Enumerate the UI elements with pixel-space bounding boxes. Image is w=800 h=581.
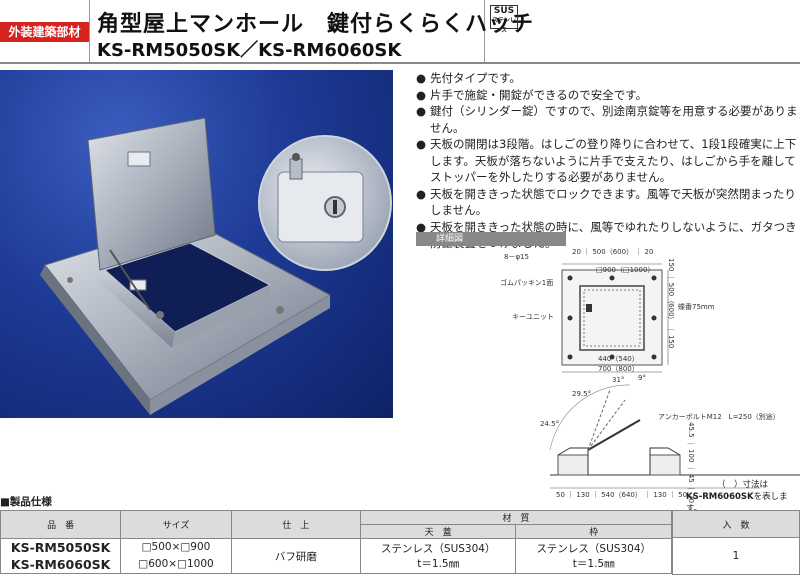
badge-bottom: ステンレス bbox=[491, 17, 516, 34]
bullet-icon: ● bbox=[416, 137, 427, 151]
frame-material: ステンレス（SUS304） t＝1.5㎜ bbox=[515, 538, 672, 574]
qty-table: 入 数 1 bbox=[672, 510, 800, 575]
feature-item: ●天板を開ききった状態でロックできます。風等で天板が突然閉まったりしません。 bbox=[416, 186, 796, 218]
section-dims: 50 ｜ 130 ｜ 540（640） ｜ 130 ｜ 50 bbox=[556, 491, 688, 499]
hinge-label: 蝶番75mm bbox=[678, 303, 715, 311]
header-qty: 入 数 bbox=[672, 510, 800, 538]
finish-value: バフ研磨 bbox=[230, 538, 361, 574]
arc-angle-1: 29.5° bbox=[572, 390, 592, 398]
product-photo bbox=[0, 70, 393, 418]
arc-angle-2: 24.5° bbox=[540, 420, 560, 428]
header-divider bbox=[89, 0, 90, 62]
bullet-icon: ● bbox=[416, 186, 427, 201]
lock-detail-photo bbox=[258, 135, 392, 271]
note-line: KS-RM6060SKを表します。 bbox=[686, 492, 788, 514]
anchor-bolt-label: アンカーボルトM12 L=250（別途） bbox=[658, 413, 780, 421]
dim-row: 20 ｜ 500（600） ｜ 20 bbox=[572, 248, 654, 256]
dim-top: □900（□1000） bbox=[596, 266, 655, 274]
bottom-dim-2: 700（800） bbox=[598, 365, 639, 373]
header-size: サイズ bbox=[120, 510, 232, 539]
bullet-icon: ● bbox=[416, 219, 427, 234]
material-badge: SUS ステンレス bbox=[490, 5, 518, 34]
header-finish: 仕 上 bbox=[230, 510, 361, 539]
detail-drawing: □900（□1000） 20 ｜ 500（600） ｜ 20 8－φ15 ゴムパ… bbox=[500, 248, 800, 510]
bullet-icon: ● bbox=[416, 87, 427, 102]
page-title: 角型屋上マンホール 鍵付らくらくハッチ bbox=[97, 12, 535, 37]
feature-list: ●先付タイプです。 ●片手で施錠・開錠ができるので安全です。 ●鍵付（シリンダー… bbox=[416, 70, 800, 252]
model-numbers: KS-RM5050SK／KS-RM6060SK bbox=[97, 40, 402, 61]
header-material: 材 質 bbox=[359, 510, 673, 525]
spec-title: ■製品仕様 bbox=[0, 496, 52, 508]
badge-top: SUS bbox=[493, 6, 515, 16]
bullet-icon: ● bbox=[416, 71, 427, 85]
hole-spec: 8－φ15 bbox=[504, 253, 529, 261]
gasket-label: ゴムパッキン1面 bbox=[500, 279, 554, 287]
product-names: KS-RM5050SK KS-RM6060SK bbox=[0, 538, 122, 574]
header-name: 品 番 bbox=[0, 510, 122, 539]
top-material: ステンレス（SUS304） t＝1.5㎜ bbox=[359, 538, 517, 574]
key-unit-label: キーユニット bbox=[512, 313, 554, 321]
detail-header-bar bbox=[416, 232, 566, 246]
header-rule bbox=[0, 62, 800, 64]
spec-table: 品 番 サイズ 仕 上 材 質 天 蓋 枠 KS-RM5050SK KS-RM6… bbox=[0, 510, 673, 574]
feature-item: ●鍵付（シリンダー錠）ですので、別途南京錠等を用意する必要がありません。 bbox=[416, 104, 798, 135]
bottom-dim-1: 440（540） bbox=[598, 355, 639, 363]
angle-1: 31° bbox=[612, 376, 625, 384]
feature-item: ●片手で施錠・開錠ができるので安全です。 bbox=[416, 87, 648, 102]
cylinder-lock-icon bbox=[277, 153, 364, 243]
hatch-illustration bbox=[40, 117, 332, 415]
bullet-icon: ● bbox=[416, 104, 427, 118]
detail-label: 詳細図 bbox=[436, 234, 464, 244]
plan-and-section-drawing bbox=[549, 263, 800, 489]
qty-value: 1 bbox=[672, 537, 800, 575]
note-line: （ ）寸法は bbox=[717, 480, 769, 490]
header-frame: 枠 bbox=[515, 524, 672, 539]
height-dims: 45.5 ｜ 100 ｜ 45 ｜ 70 bbox=[687, 422, 695, 504]
angle-2: 9° bbox=[638, 374, 646, 382]
feature-item: ●先付タイプです。 bbox=[416, 71, 521, 85]
header-top: 天 蓋 bbox=[359, 524, 517, 539]
header-divider bbox=[484, 0, 485, 62]
right-dims: 150 ｜ 500（600） ｜ 150 bbox=[667, 258, 675, 349]
category-label: 外装建築部材 bbox=[0, 22, 89, 42]
product-sizes: □500×□900 □600×□1000 bbox=[120, 538, 232, 574]
feature-item: ●天板の開閉は3段階。はしごの登り降りに合わせて、1段1段確実に上下します。天板… bbox=[416, 137, 797, 184]
